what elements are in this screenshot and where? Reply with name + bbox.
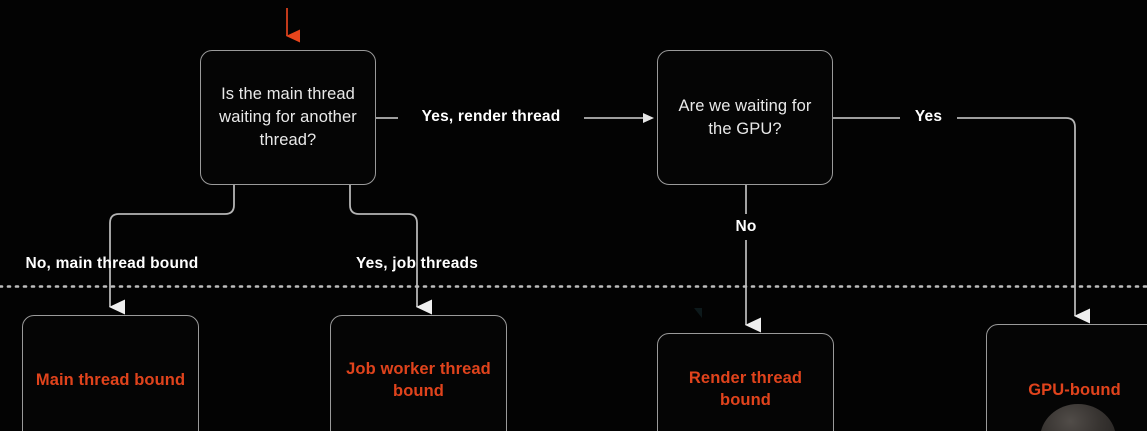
node-result-render-thread-bound[interactable]: Render thread bound <box>657 333 834 431</box>
edge-label-gpu-no: No <box>735 218 757 235</box>
render-overlay-artifact <box>694 308 702 318</box>
edge-label-yes-job-threads: Yes, job threads <box>355 255 479 272</box>
node-question-main-thread[interactable]: Is the main thread waiting for another t… <box>200 50 376 185</box>
edge-label-yes-render-thread: Yes, render thread <box>421 108 561 125</box>
node-result-render-thread-bound-label: Render thread bound <box>688 369 803 409</box>
node-question-main-thread-label: Is the main thread waiting for another t… <box>219 85 357 149</box>
node-result-main-thread-bound-label: Main thread bound <box>35 371 186 389</box>
edge-label-no-main-thread-bound: No, main thread bound <box>25 255 199 272</box>
node-result-main-thread-bound[interactable]: Main thread bound <box>22 315 199 431</box>
node-result-job-worker-bound[interactable]: Job worker thread bound <box>330 315 507 431</box>
node-result-gpu-bound-label: GPU-bound <box>1028 381 1121 399</box>
node-question-gpu-label: Are we waiting for the GPU? <box>678 96 812 138</box>
node-question-gpu[interactable]: Are we waiting for the GPU? <box>657 50 833 185</box>
node-result-job-worker-bound-label: Job worker thread bound <box>346 360 491 400</box>
edge-label-gpu-yes: Yes <box>914 108 943 125</box>
